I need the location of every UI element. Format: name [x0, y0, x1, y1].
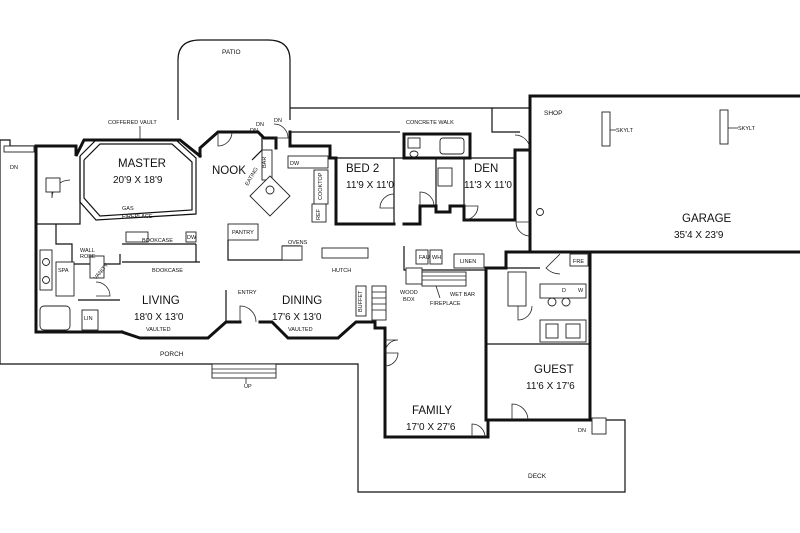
master-bath: SPA LIN VANITY WALL ROBE [36, 156, 121, 331]
dining-dim: 17'6 X 13'0 [272, 312, 322, 323]
fau-label: FAU [419, 255, 430, 261]
wet-bar-label: WET BAR [450, 292, 475, 298]
dining-vaulted: VAULTED [288, 327, 313, 333]
ovens-label: OVENS [288, 240, 308, 246]
entry: ENTRY [238, 290, 257, 323]
dn-label-patio: DN [274, 118, 282, 124]
gas-fireplace-label: FIREPLACE [122, 214, 153, 220]
dw-label-master: DW [187, 235, 197, 241]
garage: SHOP SKYLT SKYLT GARAGE 35'4 X 23'9 [515, 109, 756, 241]
kitchen-nook: NOOK BAR EATING DW COOKTOP REF PANTRY OV… [212, 122, 329, 261]
wh-label: WH [432, 255, 441, 261]
skylt-label-2: SKYLT [738, 126, 756, 132]
linen-label-2: LIN [84, 316, 93, 322]
box-label: BOX [403, 297, 415, 303]
bed2-label: BED 2 [346, 163, 379, 175]
dining-room: DINING 17'6 X 13'0 VAULTED BUFFET [272, 285, 387, 333]
garage-label: GARAGE [682, 213, 732, 225]
living-label: LIVING [142, 295, 180, 307]
family-dim: 17'0 X 27'6 [406, 422, 456, 433]
cooktop-label: COOKTOP [318, 172, 324, 200]
w-label: W [578, 288, 584, 294]
wood-label: WOOD [400, 290, 418, 296]
shop-label: SHOP [544, 110, 562, 117]
dn-label-left: DN [10, 165, 18, 171]
hall-bath [404, 137, 465, 207]
bookcase-label-1: BOOKCASE [142, 238, 173, 244]
fireplace-label-2: FIREPLACE [430, 301, 461, 307]
buffet-label: BUFFET [358, 290, 364, 312]
bed-2: BED 2 11'9 X 11'0 [336, 157, 404, 224]
deck-label: DECK [528, 473, 547, 480]
hutch: HUTCH [321, 247, 369, 274]
master-dim: 20'9 X 18'9 [113, 175, 163, 186]
living-room: BOOKCASE LIVING 18'0 X 13'0 VAULTED [122, 244, 227, 333]
bed2-dim: 11'9 X 11'0 [346, 180, 394, 191]
outdoor-labels: PORCH UP DECK [160, 351, 547, 480]
wall-robe-label: WALL [80, 248, 95, 254]
den: DEN 11'3 X 11'0 [463, 134, 531, 221]
pantry-label: PANTRY [232, 230, 254, 236]
hutch-label: HUTCH [332, 268, 351, 274]
dw-label-kitchen: DW [290, 161, 300, 167]
garage-extras: DN [274, 107, 530, 124]
living-vaulted: VAULTED [146, 327, 171, 333]
up-label: UP [244, 384, 252, 390]
spa-label: SPA [58, 268, 69, 274]
master-suite: COFFERED VAULT MASTER 20'9 X 18'9 GAS FI… [79, 120, 197, 245]
skylt-label-1: SKYLT [616, 128, 634, 134]
fre-label: FRE [573, 259, 584, 265]
linen-label-1: LINEN [460, 259, 476, 265]
family-label: FAMILY [412, 405, 452, 417]
concrete-walk-label: CONCRETE WALK [406, 120, 454, 126]
concrete-walk: CONCRETE WALK [290, 107, 520, 133]
master-label: MASTER [118, 158, 166, 170]
d-label: D [562, 288, 566, 294]
coffered-vault-label: COFFERED VAULT [108, 120, 157, 126]
laundry-utility: FRE D W [506, 253, 589, 343]
eating-label: EATING [245, 167, 260, 187]
dn-label-guest: DN [578, 428, 586, 434]
entry-label: ENTRY [238, 290, 257, 296]
guest-label: GUEST [534, 364, 574, 376]
living-dim: 18'0 X 13'0 [134, 312, 184, 323]
porch-label: PORCH [160, 351, 184, 358]
patio-area: PATIO [177, 39, 291, 120]
ref-label: REF [316, 208, 322, 220]
side-porch: DN [0, 139, 626, 493]
dining-label: DINING [282, 295, 322, 307]
nook-label: NOOK [212, 165, 246, 177]
guest-dim: 11'6 X 17'6 [526, 381, 575, 392]
guest-room: GUEST 11'6 X 17'6 DN [486, 343, 607, 435]
den-label: DEN [474, 163, 498, 175]
wall-robe-label-2: ROBE [80, 254, 96, 260]
garage-dim: 35'4 X 23'9 [674, 230, 724, 241]
patio-label: PATIO [222, 49, 241, 56]
dn-label-nook-2: DN [250, 128, 258, 134]
bar-label: BAR [262, 157, 268, 168]
bookcase-label-2: BOOKCASE [152, 268, 183, 274]
family-room: FAU WH LINEN WOOD BOX WET BAR FIREPLACE … [384, 246, 486, 438]
dn-label-nook: DN [256, 122, 264, 128]
den-dim: 11'3 X 11'0 [464, 180, 512, 191]
gas-label: GAS [122, 206, 134, 212]
